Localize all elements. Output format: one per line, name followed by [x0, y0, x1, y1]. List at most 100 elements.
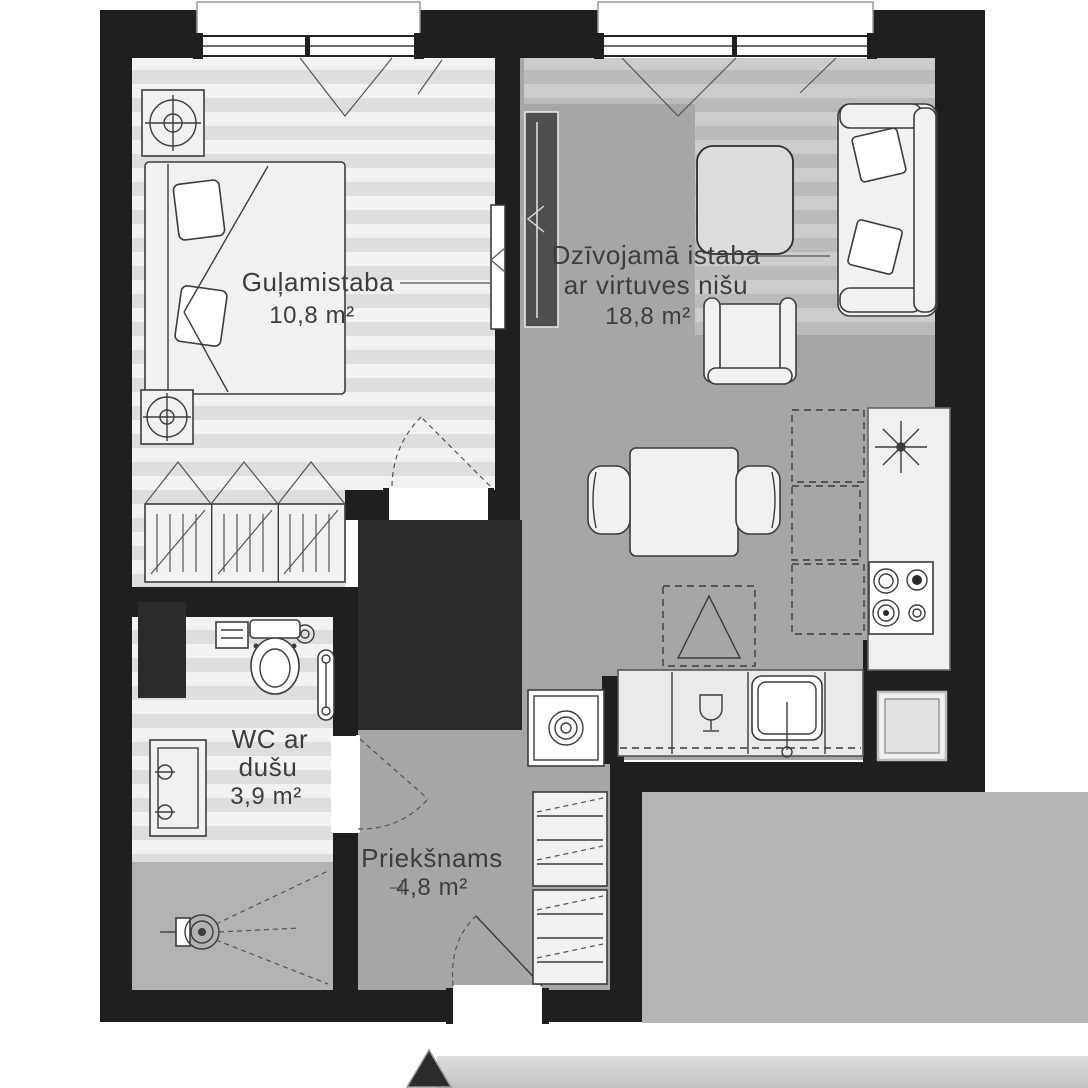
bottom-decoration: [405, 1048, 1088, 1088]
door-leaf: [359, 738, 429, 800]
door-gap: [389, 488, 488, 520]
towel-radiator: [317, 649, 335, 721]
pillow: [174, 285, 228, 347]
bottom-strip: [437, 1056, 1088, 1088]
bottom-wall: [100, 990, 642, 1022]
living-label-line2: ar virtuves nišu: [564, 270, 748, 300]
windows: [193, 1, 877, 117]
dining-table: [629, 447, 739, 557]
sofa-backrest: [913, 107, 937, 313]
wc-fixtures: [149, 619, 335, 985]
radiator: [490, 204, 506, 330]
corner-cabinet-triangle: [676, 594, 742, 659]
shower-spray: [215, 939, 329, 985]
shower-floor: [132, 862, 333, 990]
door-jamb: [383, 488, 389, 520]
floor-drain-icon-inner: [300, 629, 310, 639]
door-jamb: [488, 488, 494, 520]
hall-label: Priekšnams: [361, 843, 503, 873]
bedside-lamp-icon: [143, 393, 191, 441]
blanket-fold: [183, 311, 229, 393]
window-opening-mark: [299, 57, 393, 117]
window-sill: [196, 1, 421, 37]
door-leaf: [420, 416, 491, 487]
coffee-table: [696, 145, 794, 255]
door-swing-arc: [357, 798, 429, 830]
window-cap: [414, 33, 424, 59]
dining-chair: [587, 465, 631, 535]
window-mullion: [305, 36, 310, 56]
sofa-armrest: [839, 287, 923, 313]
extractor-fan-icon: [875, 421, 927, 473]
upper-cabinet-dashed: [791, 563, 865, 635]
washbasin: [215, 621, 249, 649]
kitchen-furniture: [527, 407, 951, 767]
shower-spray: [218, 927, 301, 933]
fridge: [876, 690, 948, 762]
door-jamb: [333, 833, 356, 840]
bedroom-door: [383, 416, 494, 520]
hall-area: 4,8 m²: [396, 874, 468, 901]
bedroom-area: 10,8 m²: [269, 302, 355, 329]
living-window: [594, 1, 877, 117]
window-cap: [867, 33, 877, 59]
wc-right-wall-lower: [333, 831, 358, 990]
chair-back-line: [771, 471, 776, 529]
window-mullion: [732, 36, 737, 56]
bedroom-bottom-wall: [345, 490, 390, 520]
wc-radiator: [149, 739, 207, 837]
door-jamb: [542, 988, 549, 1024]
armchair-back: [707, 367, 793, 385]
upper-cabinet-dashed: [791, 485, 861, 561]
wc-label-line1: WC ar: [232, 724, 309, 754]
core-block: [358, 520, 522, 730]
radiator-valve-mark: [526, 205, 545, 233]
bottom-right-wall: [642, 762, 985, 792]
shower-head-icon: [160, 869, 331, 985]
sofa-armrest: [839, 103, 923, 129]
chair-back-line: [592, 471, 597, 529]
doors: [331, 416, 549, 1025]
top-wall-middle: [420, 10, 598, 58]
vent-shaft: [138, 602, 186, 698]
door-leaf: [475, 915, 543, 987]
window-opening-mark: [417, 59, 443, 95]
living-label-line1: Dzīvojamā istaba: [551, 240, 760, 270]
dining-chair: [735, 465, 781, 535]
wardrobe-door-swings: [144, 461, 346, 505]
sofa-pillow: [847, 219, 903, 275]
door-jamb: [446, 988, 453, 1024]
door-jamb: [333, 729, 356, 736]
shower-spray: [215, 869, 331, 925]
living-furniture: [524, 103, 938, 385]
hall-furniture: [532, 791, 608, 985]
bedroom-label: Guļamistaba: [242, 267, 395, 297]
wc-right-wall-upper: [333, 617, 358, 737]
door-swing-arc: [391, 416, 422, 487]
ceiling-light-icon: [145, 95, 201, 151]
wc-label-line2: dušu: [239, 752, 298, 782]
pillow: [172, 179, 226, 241]
door-gap: [331, 735, 360, 833]
washing-machine-icon: [527, 689, 605, 767]
toilet-icon: [249, 619, 301, 695]
bedroom-window: [193, 1, 443, 117]
wc-door: [331, 729, 429, 840]
radiator-valve-mark: [490, 247, 506, 273]
entrance-door: [446, 915, 549, 1025]
sofa: [837, 103, 938, 317]
door-swing-arc: [451, 915, 477, 987]
kitchen-sink-icon: [751, 675, 823, 758]
window-cap: [193, 33, 203, 59]
wardrobe: [144, 503, 346, 583]
radiator: [524, 111, 559, 328]
window-cap: [594, 33, 604, 59]
upper-cabinet-dashed: [791, 409, 865, 483]
window-opening-mark: [621, 57, 737, 117]
window-opening-mark: [799, 57, 837, 94]
kitchen-counter-bottom: [617, 669, 864, 757]
blanket-fold: [183, 165, 269, 313]
wardrobe-hangers: [150, 509, 339, 575]
